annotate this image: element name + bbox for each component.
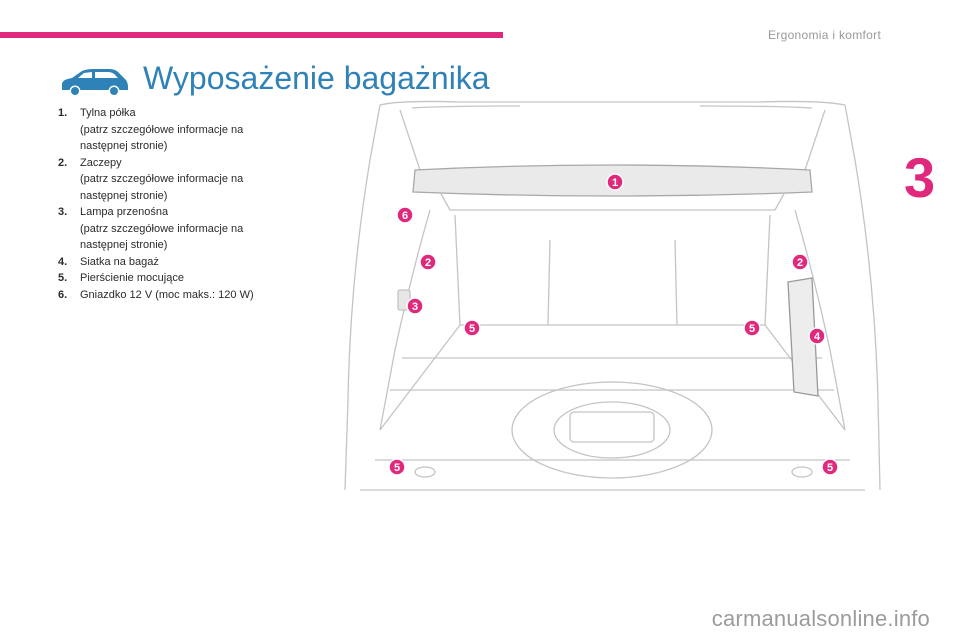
list-item: 3. Lampa przenośna (patrz szczegółowe info…: [58, 204, 338, 254]
item-number: 1.: [58, 107, 68, 119]
watermark: carmanualsonline.info: [711, 606, 930, 631]
item-note: (patrz szczegółowe informacje na: [80, 173, 244, 185]
item-label: Lampa przenośna: [80, 206, 169, 218]
item-note: następnej stronie): [80, 140, 168, 152]
item-note: (patrz szczegółowe informacje na: [80, 222, 244, 235]
item-number: 3.: [58, 206, 68, 218]
callout-label: 5: [469, 323, 475, 335]
callout-2: 2: [791, 253, 809, 271]
item-label: Siatka na bagaż: [80, 255, 159, 268]
callout-label: 5: [749, 323, 755, 335]
item-label: Tylna półka: [80, 107, 136, 119]
callout-5: 5: [743, 319, 761, 337]
page-title: Wyposażenie bagażnika: [143, 60, 490, 96]
list-item: 6. Gniazdko 12 V (moc maks.: 120 W): [58, 287, 338, 304]
list-item: 4. Siatka na bagaż: [58, 254, 338, 271]
callout-5: 5: [463, 319, 481, 337]
callout-label: 5: [394, 462, 400, 474]
callout-1: 1: [606, 173, 624, 191]
item-label: Pierścienie mocujące: [80, 272, 184, 284]
section-title: Ergonomia i komfort: [768, 28, 882, 42]
item-number: 4.: [58, 255, 68, 268]
trunk-illustration: 1 2 2 3 4 5 5 5 5 6: [344, 100, 881, 491]
chapter-number: 3: [904, 146, 936, 209]
item-number: 6.: [58, 288, 68, 301]
callout-3: 3: [406, 297, 424, 315]
item-number: 2.: [58, 156, 68, 169]
callout-label: 1: [612, 177, 618, 189]
item-note: (patrz szczegółowe informacje na: [80, 123, 244, 136]
item-note: następnej stronie): [80, 189, 168, 202]
car-icon: [62, 69, 128, 97]
list-item: 1. Tylna półka (patrz szczegółowe informac…: [58, 105, 338, 155]
accent-bar: [0, 32, 503, 38]
callout-6: 6: [396, 206, 414, 224]
callout-label: 6: [402, 210, 408, 222]
callout-label: 2: [797, 257, 803, 269]
callout-5: 5: [821, 458, 839, 476]
item-label: Gniazdko 12 V (moc maks.: 120 W): [80, 288, 254, 301]
callout-label: 2: [425, 257, 431, 269]
callout-2: 2: [419, 253, 437, 271]
callout-5: 5: [388, 458, 406, 476]
callout-4: 4: [808, 327, 826, 345]
item-note: następnej stronie): [80, 239, 168, 251]
equipment-list: 1. Tylna półka (patrz szczegółowe informac…: [58, 105, 338, 303]
callout-label: 4: [814, 331, 821, 343]
item-number: 5.: [58, 272, 68, 284]
callout-label: 3: [412, 301, 418, 313]
callout-label: 5: [827, 462, 833, 474]
list-item: 2. Zaczepy (patrz szczegółowe informacje n…: [58, 155, 338, 205]
list-item: 5. Pierścienie mocujące: [58, 270, 338, 287]
item-label: Zaczepy: [80, 156, 122, 169]
